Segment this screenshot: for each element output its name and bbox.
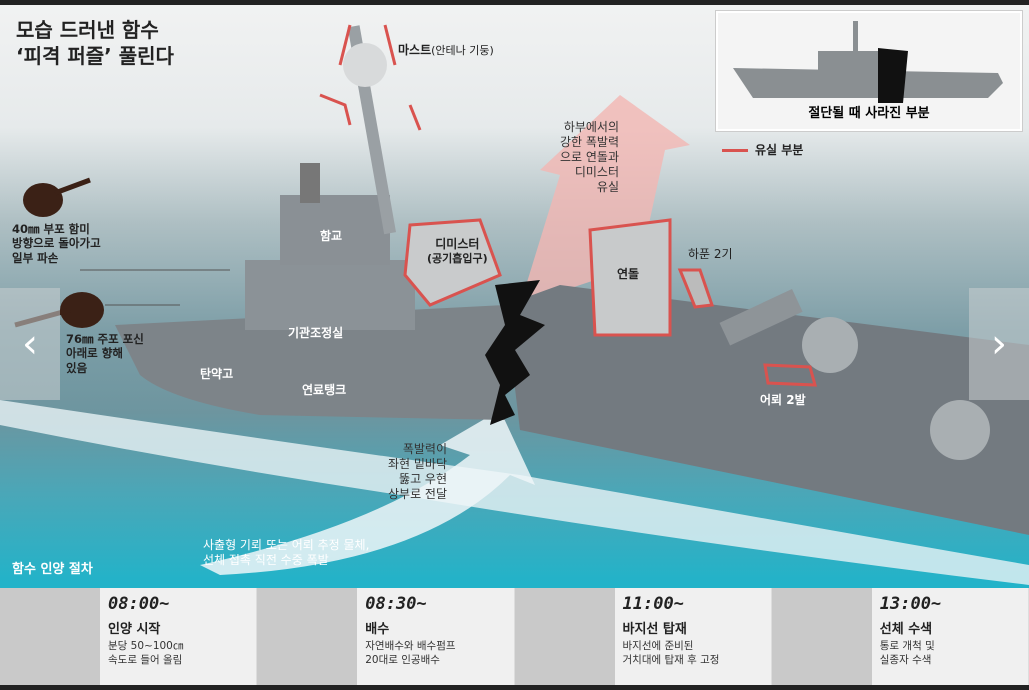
procedure-title: 함수 인양 절차 bbox=[12, 562, 93, 577]
inset-panel: 절단될 때 사라진 부분 bbox=[716, 11, 1022, 131]
headline-line1: 모습 드러낸 함수 bbox=[16, 18, 159, 42]
mast-label: 마스트(안테나 기둥) bbox=[398, 43, 494, 57]
blast-arrow-up bbox=[520, 95, 690, 305]
hull-search-icon bbox=[771, 588, 872, 685]
infographic: 모습 드러낸 함수 ‘피격 퍼즐’ 풀린다 절단될 때 사라진 부분 유실 부분… bbox=[0, 5, 1029, 685]
funnel-label: 연돌 bbox=[617, 267, 640, 281]
step-title: 인양 시작 bbox=[108, 622, 161, 637]
step-title: 배수 bbox=[365, 622, 390, 637]
headline: 모습 드러낸 함수 ‘피격 퍼즐’ 풀린다 bbox=[16, 17, 174, 69]
step-title: 바지선 탑재 bbox=[622, 622, 687, 637]
step-title: 선체 수색 bbox=[879, 622, 933, 637]
step-time: 13:00~ bbox=[879, 594, 942, 614]
carousel-prev-button[interactable]: ‹ bbox=[0, 288, 60, 400]
step-time: 11:00~ bbox=[622, 594, 684, 614]
bridge-label: 함교 bbox=[320, 229, 343, 243]
magazine-label: 탄약고 bbox=[200, 367, 234, 381]
crane-lift-icon bbox=[0, 588, 100, 685]
fuel-tank-label: 연료탱크 bbox=[302, 383, 347, 397]
blast-arrow-mid bbox=[200, 410, 535, 575]
headline-line2: ‘피격 퍼즐’ 풀린다 bbox=[16, 44, 174, 68]
ship-illustration bbox=[0, 24, 1029, 585]
drain-icon bbox=[257, 588, 358, 685]
legend-label: 유실 부분 bbox=[755, 143, 804, 157]
harpoon-label: 하푼 2기 bbox=[688, 247, 733, 261]
demister-label: 디미스터(공기흡입구) bbox=[427, 237, 488, 265]
engine-room-label: 기관조정실 bbox=[288, 326, 344, 340]
blast-source-note: 사출형 기뢰 또는 어뢰 추정 물체,선체 접촉 직전 수중 폭발 bbox=[203, 538, 370, 567]
torpedo-label: 어뢰 2발 bbox=[760, 393, 806, 407]
inset-caption: 절단될 때 사라진 부분 bbox=[808, 106, 930, 121]
inset-ship-icon bbox=[733, 21, 1003, 103]
barge-icon bbox=[514, 588, 615, 685]
step-time: 08:00~ bbox=[108, 594, 170, 614]
chevron-left-icon: ‹ bbox=[22, 321, 38, 367]
legend-swatch bbox=[722, 149, 748, 152]
step-time: 08:30~ bbox=[365, 594, 427, 614]
chevron-right-icon: › bbox=[991, 321, 1007, 367]
carousel-next-button[interactable]: › bbox=[969, 288, 1029, 400]
